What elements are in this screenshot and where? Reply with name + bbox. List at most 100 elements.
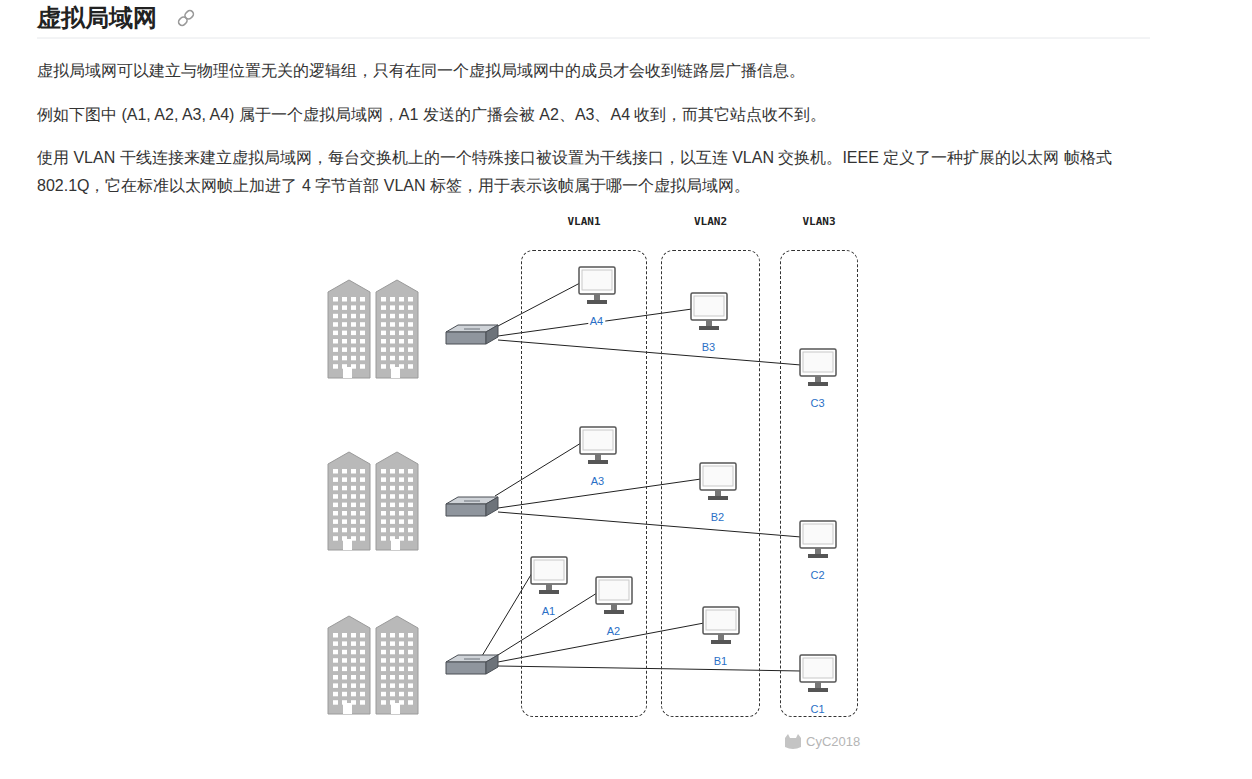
- network-wire: [498, 666, 801, 671]
- building-window: [408, 528, 413, 533]
- building-window: [351, 511, 356, 516]
- building-door: [391, 703, 400, 714]
- building-window: [360, 658, 365, 663]
- building-window: [399, 347, 404, 352]
- monitor-frame: [579, 267, 615, 294]
- building-window: [360, 536, 365, 541]
- building-window: [342, 486, 347, 491]
- building-tower: [328, 616, 370, 714]
- building-window: [399, 305, 404, 310]
- building-window: [408, 297, 413, 302]
- building-window: [381, 331, 386, 336]
- monitor-frame: [800, 655, 836, 682]
- building-window: [381, 503, 386, 508]
- monitor-icon: [702, 606, 740, 646]
- building-window: [390, 650, 395, 655]
- building-window: [408, 314, 413, 319]
- building-window: [333, 519, 338, 524]
- building-tower: [376, 452, 418, 550]
- building-window: [333, 477, 338, 482]
- monitor-base: [588, 460, 608, 464]
- monitor-screen: [694, 296, 724, 316]
- building-window: [360, 641, 365, 646]
- switch-mark: [464, 329, 480, 330]
- monitor-base: [808, 382, 828, 386]
- building-window: [399, 356, 404, 361]
- building-tower: [328, 280, 370, 378]
- body-paragraph: 使用 VLAN 干线连接来建立虚拟局域网，每台交换机上的一个特殊接口被设置为干线…: [37, 144, 1153, 200]
- building-window: [342, 297, 347, 302]
- building-window: [390, 297, 395, 302]
- building-window: [333, 511, 338, 516]
- building-window: [399, 503, 404, 508]
- building-window: [333, 700, 338, 705]
- building-door: [343, 367, 352, 378]
- vlan-title: VLAN3: [802, 215, 835, 228]
- building-window: [360, 494, 365, 499]
- building-window: [360, 528, 365, 533]
- computer-label: C1: [808, 702, 826, 716]
- monitor-neck: [815, 682, 821, 688]
- building-window: [408, 331, 413, 336]
- monitor-screen: [583, 430, 613, 450]
- monitor-icon: [799, 520, 837, 560]
- computer-label: C3: [808, 396, 826, 410]
- building-window: [390, 519, 395, 524]
- building-window: [399, 314, 404, 319]
- watermark-icon: [785, 734, 801, 749]
- building-window: [399, 494, 404, 499]
- building-window: [333, 356, 338, 361]
- building-window: [333, 503, 338, 508]
- building-window: [399, 331, 404, 336]
- body-paragraph: 虚拟局域网可以建立与物理位置无关的逻辑组，只有在同一个虚拟局域网中的成员才会收到…: [37, 57, 1153, 85]
- network-wire: [482, 573, 532, 656]
- building-window: [399, 297, 404, 302]
- building-window: [399, 641, 404, 646]
- building-window: [351, 486, 356, 491]
- building-window: [381, 528, 386, 533]
- building-window: [333, 536, 338, 541]
- network-wire: [498, 512, 801, 537]
- building-icon: [328, 280, 418, 378]
- building-window: [342, 519, 347, 524]
- monitor-screen: [599, 580, 629, 600]
- building-window: [390, 347, 395, 352]
- building-window: [408, 519, 413, 524]
- monitor-frame: [580, 427, 616, 454]
- monitor-neck: [815, 548, 821, 554]
- building-window: [390, 503, 395, 508]
- building-window: [351, 692, 356, 697]
- building-window: [408, 683, 413, 688]
- building-window: [333, 322, 338, 327]
- building-window: [360, 683, 365, 688]
- building-window: [360, 486, 365, 491]
- building-window: [360, 339, 365, 344]
- building-window: [381, 297, 386, 302]
- building-window: [360, 297, 365, 302]
- monitor-screen: [803, 658, 833, 678]
- building-window: [351, 650, 356, 655]
- building-window: [333, 658, 338, 663]
- building-window: [342, 314, 347, 319]
- building-window: [390, 486, 395, 491]
- building-window: [351, 339, 356, 344]
- body-paragraph: 例如下图中 (A1, A2, A3, A4) 属于一个虚拟局域网，A1 发送的广…: [37, 101, 1153, 129]
- building-window: [399, 511, 404, 516]
- building-icon: [328, 452, 418, 550]
- building-window: [351, 528, 356, 533]
- building-window: [351, 331, 356, 336]
- building-window: [390, 511, 395, 516]
- switch-front: [446, 662, 486, 674]
- building-window: [351, 519, 356, 524]
- building-window: [381, 641, 386, 646]
- building-window: [360, 675, 365, 680]
- building-window: [360, 347, 365, 352]
- link-icon: [177, 9, 195, 27]
- monitor-neck: [611, 604, 617, 610]
- building-window: [360, 650, 365, 655]
- building-window: [342, 692, 347, 697]
- monitor-frame: [596, 577, 632, 604]
- building-window: [408, 356, 413, 361]
- building-window: [408, 658, 413, 663]
- building-window: [390, 469, 395, 474]
